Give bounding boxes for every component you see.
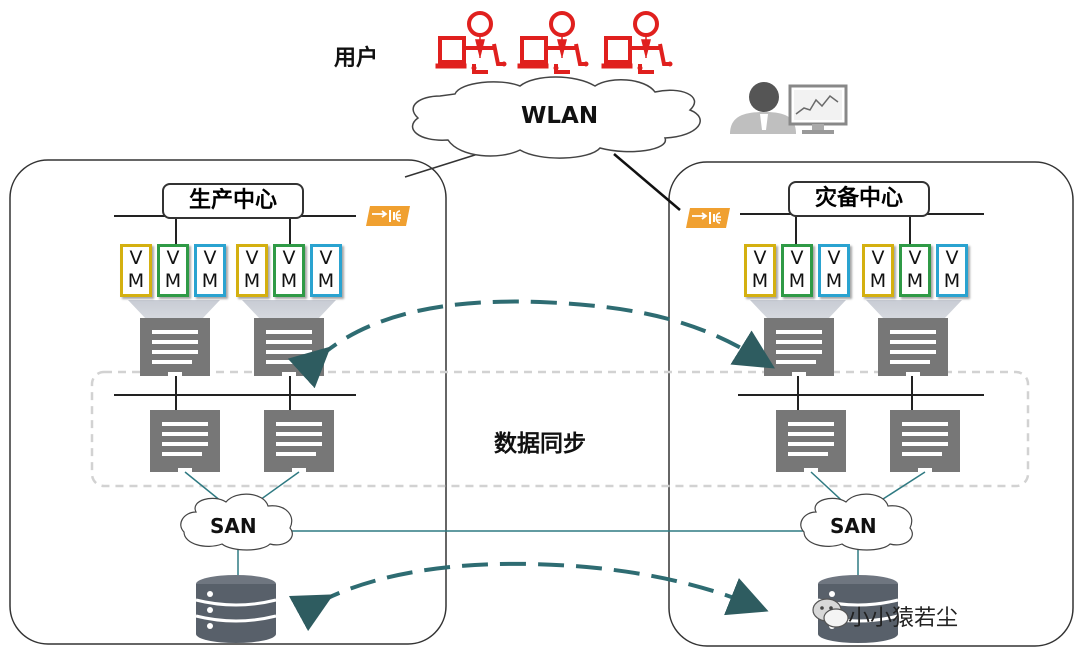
disaster-site-frame bbox=[668, 161, 1074, 647]
user-icon bbox=[517, 11, 589, 74]
cloud-icon bbox=[800, 493, 913, 551]
sync-arrow-vm bbox=[287, 299, 775, 389]
wlan-link-right bbox=[613, 153, 681, 211]
server-icon bbox=[254, 318, 324, 377]
cloud-icon bbox=[180, 493, 293, 551]
production-center-title: 生产中心 bbox=[162, 183, 304, 219]
server-icon bbox=[764, 318, 834, 377]
firewall-icon bbox=[686, 208, 730, 228]
users-group bbox=[435, 11, 673, 74]
production-top-bus bbox=[114, 215, 356, 244]
users-label: 用户 bbox=[334, 46, 379, 71]
sync-arrow-storage bbox=[288, 561, 769, 632]
disaster-san-label: SAN bbox=[830, 514, 877, 538]
server-icon bbox=[140, 318, 210, 377]
wechat-icon bbox=[812, 598, 849, 628]
server-icon bbox=[150, 410, 220, 473]
production-site-frame bbox=[9, 159, 447, 645]
admin-monitor-icon bbox=[730, 82, 848, 134]
server-icon bbox=[776, 410, 846, 473]
user-icon bbox=[435, 11, 507, 74]
production-san-label: SAN bbox=[210, 514, 257, 538]
disaster-center-title: 灾备中心 bbox=[788, 181, 930, 217]
firewall-icon bbox=[366, 206, 410, 226]
data-sync-label: 数据同步 bbox=[494, 431, 586, 457]
server-icon bbox=[878, 318, 948, 377]
wlan-link-left bbox=[404, 153, 479, 178]
wlan-label: WLAN bbox=[521, 103, 599, 129]
user-icon bbox=[601, 11, 673, 74]
watermark: 小小猿若尘 bbox=[848, 606, 959, 631]
storage-icon bbox=[195, 575, 277, 643]
disaster-top-bus bbox=[740, 213, 984, 244]
production-mid-bus bbox=[114, 376, 356, 412]
vm-server-funnels bbox=[128, 300, 962, 338]
wlan-cloud-icon bbox=[411, 76, 701, 159]
server-icon bbox=[890, 410, 960, 473]
server-icon bbox=[264, 410, 334, 473]
disaster-mid-bus bbox=[738, 376, 984, 412]
